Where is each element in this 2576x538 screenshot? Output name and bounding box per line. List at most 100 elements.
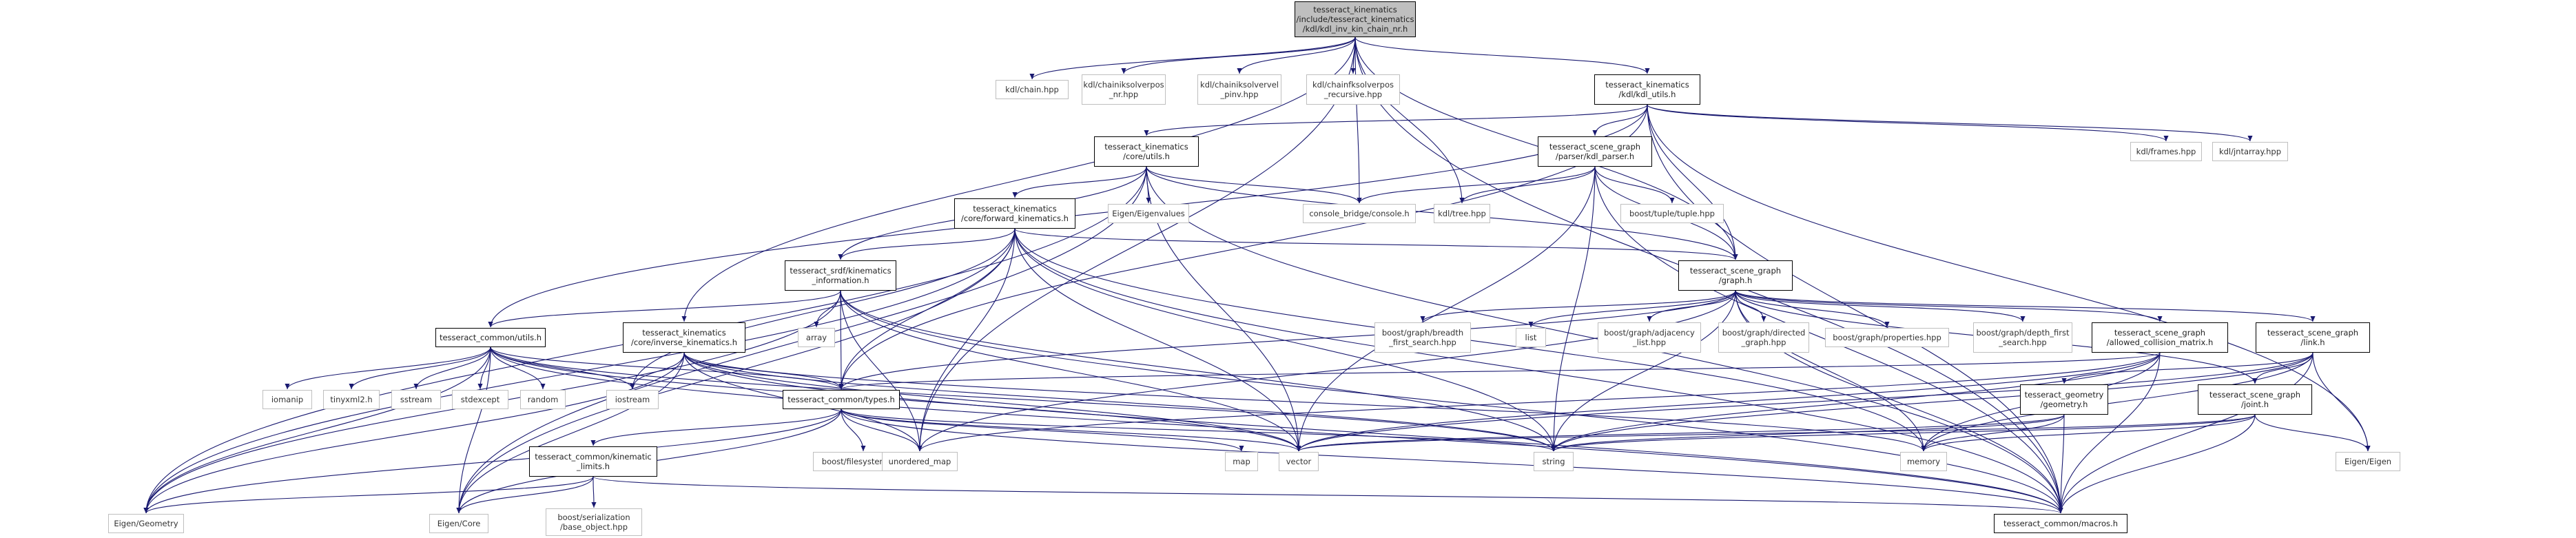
edge-acm-to-macros bbox=[2058, 352, 2161, 514]
node-common-utils[interactable]: tesseract_common/utils.h bbox=[435, 328, 546, 347]
node-common-types[interactable]: tesseract_common/types.h bbox=[783, 390, 900, 409]
edge-forward_kin-to-iostream bbox=[630, 228, 1016, 390]
edge-geometry-to-string bbox=[1551, 414, 2065, 452]
edge-geometry-to-vector bbox=[1296, 414, 2065, 452]
edge-root-to-unordered_map bbox=[917, 37, 1356, 452]
edge-joint-to-vector bbox=[1296, 414, 2256, 452]
node-kdl-utils[interactable]: tesseract_kinematics /kdl/kdl_utils.h bbox=[1594, 74, 1700, 105]
edge-kdl_parser-to-boost_tuple bbox=[1594, 166, 1675, 204]
node-boost-adjacency-list: boost/graph/adjacency _list.hpp bbox=[1598, 322, 1701, 353]
edge-kdl_parser-to-vector bbox=[1296, 166, 1596, 452]
edge-root-to-console bbox=[1354, 37, 1362, 204]
edge-inverse_kin-to-macros bbox=[683, 352, 2063, 514]
edge-forward_kin-to-unordered_map bbox=[917, 228, 1016, 452]
edge-graph-to-acm bbox=[1735, 290, 2163, 322]
node-iomanip: iomanip bbox=[262, 390, 312, 409]
edge-root-to-kdl_iksolvervel_pinv bbox=[1237, 37, 1356, 74]
node-forward-kinematics[interactable]: tesseract_kinematics /core/forward_kinem… bbox=[954, 198, 1075, 229]
edge-common_types-to-macros bbox=[841, 408, 2063, 514]
edge-common_utils-to-common_types bbox=[490, 346, 844, 390]
edge-link-to-vector bbox=[1296, 352, 2314, 452]
node-scene-graph-link[interactable]: tesseract_scene_graph /link.h bbox=[2256, 322, 2370, 353]
edge-common_types-to-map bbox=[841, 408, 1244, 452]
edge-kdl_utils-to-kdl_frames bbox=[1647, 104, 2169, 142]
edge-srdf_kin-to-vector bbox=[840, 290, 1301, 452]
edge-srdf_kin-to-macros bbox=[840, 290, 2063, 514]
edge-joint-to-memory bbox=[1921, 414, 2256, 452]
node-stdexcept: stdexcept bbox=[452, 390, 508, 409]
edge-kdl_parser-to-kdl_tree bbox=[1459, 166, 1596, 204]
edge-link-to-macros bbox=[2058, 352, 2314, 514]
node-allowed-collision-matrix[interactable]: tesseract_scene_graph /allowed_collision… bbox=[2092, 322, 2228, 353]
edge-joint-to-macros bbox=[2058, 414, 2256, 514]
edge-kdl_utils-to-graph bbox=[1647, 104, 1738, 260]
edge-acm-to-vector bbox=[1296, 352, 2161, 452]
dependency-edges bbox=[143, 37, 2371, 514]
edge-inverse_kin-to-memory bbox=[683, 352, 1926, 452]
node-inverse-kinematics[interactable]: tesseract_kinematics /core/inverse_kinem… bbox=[623, 322, 745, 353]
edge-forward_kin-to-graph bbox=[1014, 228, 1738, 260]
edge-graph-to-dfs bbox=[1735, 290, 2026, 322]
edge-common_utils-to-iostream bbox=[490, 346, 635, 390]
edge-graph-to-string bbox=[1551, 290, 1736, 452]
node-kdl-chainiksolverpos-nr: kdl/chainiksolverpos _nr.hpp bbox=[1082, 74, 1166, 105]
edge-graph-to-memory bbox=[1735, 290, 1926, 452]
node-boost-directed-graph: boost/graph/directed _graph.hpp bbox=[1718, 322, 1809, 353]
node-boost-serialization: boost/serialization /base_object.hpp bbox=[546, 508, 642, 536]
edge-kin_limits-to-serialization bbox=[591, 476, 597, 508]
edge-kin_limits-to-macros bbox=[593, 476, 2063, 514]
edge-geometry-to-memory bbox=[1921, 414, 2065, 452]
node-scene-graph[interactable]: tesseract_scene_graph /graph.h bbox=[1678, 260, 1793, 291]
edge-link-to-string bbox=[1551, 352, 2314, 452]
node-vector: vector bbox=[1279, 452, 1319, 471]
edge-acm-to-unordered_map bbox=[917, 352, 2161, 452]
node-kdl-jntarray: kdl/jntarray.hpp bbox=[2212, 142, 2288, 161]
edge-graph-to-unordered_map bbox=[917, 290, 1736, 452]
edge-geometry-to-macros bbox=[2058, 414, 2065, 514]
node-srdf-kinematics-information[interactable]: tesseract_srdf/kinematics _information.h bbox=[785, 260, 896, 291]
node-random: random bbox=[520, 390, 566, 409]
node-boost-dfs: boost/graph/depth_first _search.hpp bbox=[1973, 322, 2072, 353]
edge-kdl_utils-to-kdl_parser bbox=[1592, 104, 1648, 136]
edge-kin_limits-to-eigen_core bbox=[456, 476, 594, 514]
edge-kdl_utils-to-core_utils bbox=[1144, 104, 1648, 136]
edge-common_types-to-eigen_geometry bbox=[143, 408, 842, 514]
node-kdl-parser[interactable]: tesseract_scene_graph /parser/kdl_parser… bbox=[1538, 136, 1652, 167]
node-kinematic-limits[interactable]: tesseract_common/kinematic _limits.h bbox=[529, 446, 657, 477]
edge-core_utils-to-forward_kin bbox=[1012, 166, 1147, 198]
edge-graph-to-list bbox=[1528, 290, 1736, 328]
node-kdl-inv-kin-chain-nr: tesseract_kinematics /include/tesseract_… bbox=[1295, 1, 1416, 37]
node-eigen-eigen: Eigen/Eigen bbox=[2336, 452, 2400, 471]
node-kdl-frames: kdl/frames.hpp bbox=[2130, 142, 2202, 161]
node-geometry[interactable]: tesseract_geometry /geometry.h bbox=[2020, 384, 2108, 415]
edge-kdl_parser-to-console bbox=[1357, 166, 1596, 204]
node-eigen-core: Eigen/Core bbox=[429, 514, 488, 533]
node-console-bridge: console_bridge/console.h bbox=[1303, 204, 1416, 223]
node-common-macros[interactable]: tesseract_common/macros.h bbox=[1994, 514, 2127, 533]
edge-acm-to-common_types bbox=[838, 352, 2161, 390]
edge-common_utils-to-eigen_geometry bbox=[143, 346, 491, 514]
edge-common_types-to-vector bbox=[841, 408, 1301, 452]
edge-srdf_kin-to-string bbox=[840, 290, 1556, 452]
node-eigen-geometry: Eigen/Geometry bbox=[108, 514, 184, 533]
edge-graph-to-properties bbox=[1735, 290, 1890, 328]
edge-common_types-to-kin_limits bbox=[590, 408, 842, 446]
edge-srdf_kin-to-array bbox=[814, 290, 841, 328]
edge-srdf_kin-to-common_utils bbox=[488, 290, 841, 328]
edge-forward_kin-to-macros bbox=[1014, 228, 2063, 514]
edge-graph-to-common_types bbox=[838, 290, 1736, 390]
edge-link-to-joint bbox=[2252, 352, 2314, 384]
edge-link-to-memory bbox=[1921, 352, 2314, 452]
node-scene-graph-joint[interactable]: tesseract_scene_graph /joint.h bbox=[2198, 384, 2312, 415]
edge-common_utils-to-iomanip bbox=[285, 346, 491, 390]
node-tinyxml2: tinyxml2.h bbox=[323, 390, 380, 409]
edge-kdl_utils-to-eigen_eigen bbox=[1647, 104, 2371, 452]
node-eigen-eigenvalues: Eigen/Eigenvalues bbox=[1108, 204, 1189, 223]
node-boost-properties: boost/graph/properties.hpp bbox=[1825, 328, 1949, 347]
edge-inverse_kin-to-eigen_geometry bbox=[143, 352, 685, 514]
edge-kdl_utils-to-macros bbox=[1647, 104, 2063, 514]
node-core-utils[interactable]: tesseract_kinematics /core/utils.h bbox=[1094, 136, 1199, 167]
edge-common_utils-to-string bbox=[490, 346, 1556, 452]
node-memory: memory bbox=[1900, 452, 1947, 471]
edge-graph-to-directed bbox=[1735, 290, 1766, 322]
